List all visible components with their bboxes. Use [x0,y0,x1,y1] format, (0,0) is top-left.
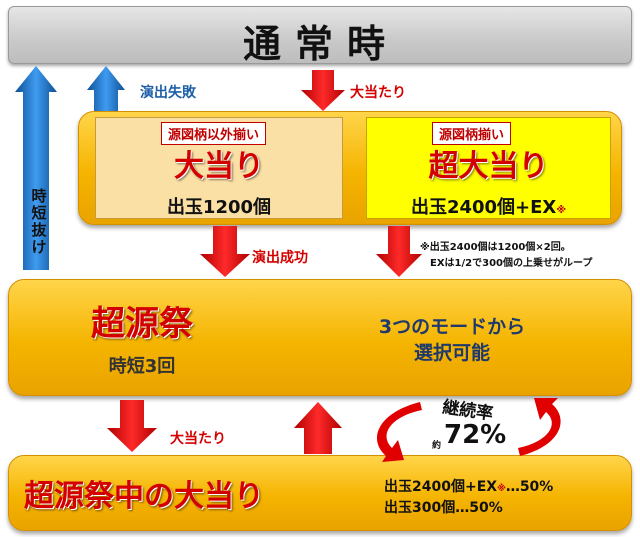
festival-hit-label: 大当たり [170,431,226,447]
timeout-exit-char: 抜 [31,221,47,239]
super-jackpot-box [366,117,611,219]
timeout-return-arrow [15,66,57,270]
footnote-line-1: ※出玉2400個は1200個×2回。 [420,242,571,253]
super-jackpot-payout-text: 出玉2400個+EX [410,197,557,218]
timeout-exit-char: け [31,238,47,256]
normal-to-jackpot-arrow [301,70,345,111]
final-to-festival-arrow [294,402,342,454]
mode-select-text-line-1: 3つのモードから [378,316,526,338]
super-jackpot-payout: 出玉2400個+EX※ [366,193,611,219]
festival-jackpot-panel [8,455,632,531]
effect-fail-arrow [87,66,125,111]
footnote-line-2: EXは1/2で300個の上乗せがループ [430,258,593,269]
continuation-rate-value: 72% [444,420,507,450]
normal-jackpot-to-festival-arrow [200,226,250,277]
reference-mark: ※ [556,205,567,216]
festival-title: 超源祭 [91,304,193,344]
festival-to-final-arrow [107,400,157,452]
normal-jackpot-title: 大当り [174,149,264,184]
festival-jackpot-payout-2: 出玉300個…50% [384,500,503,516]
normal-state-bar: 通常時 [8,6,632,66]
payout-1-main: 出玉2400個+EX [384,479,498,495]
jackpot-hit-label: 大当たり [350,85,406,101]
reference-mark: ※ [497,484,506,494]
mode-select-text-line-2: 選択可能 [413,342,490,364]
festival-subtitle: 時短3回 [108,356,176,377]
continuation-rate-prefix: 約 [432,441,442,451]
effect-fail-label: 演出失敗 [140,85,196,101]
timeout-exit-char: 短 [31,204,47,222]
normal-state-title: 通常時 [242,22,399,66]
festival-panel [8,279,632,396]
super-jackpot-title: 超大当り [428,149,549,184]
festival-jackpot-payout-1: 出玉2400個+EX※…50% [384,476,553,496]
super-jackpot-to-festival-arrow [376,226,422,277]
timeout-exit-label: 時 短 抜 け [30,188,48,256]
timeout-exit-char: 時 [31,187,47,205]
loop-arrow-left [376,402,422,462]
effect-success-label: 演出成功 [252,250,308,266]
normal-jackpot-tag: 源図柄以外揃い [161,122,267,145]
super-jackpot-tag: 源図柄揃い [432,122,512,145]
normal-jackpot-payout: 出玉1200個 [166,197,272,218]
festival-jackpot-title: 超源祭中の大当り [24,479,264,514]
loop-arrow-right [518,398,561,456]
payout-1-rate: …50% [505,479,554,495]
